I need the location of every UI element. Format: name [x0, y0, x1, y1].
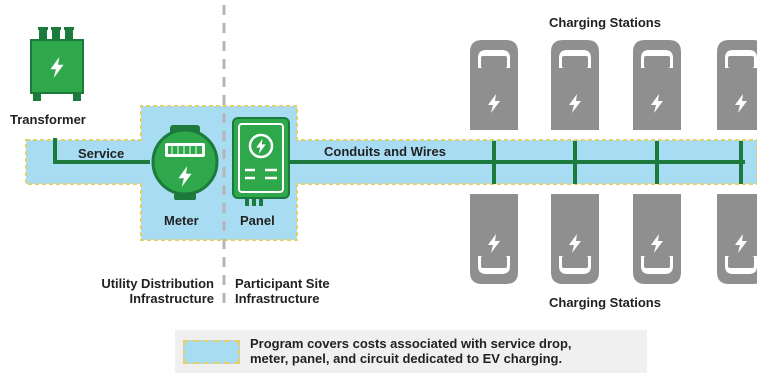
utility-infrastructure-label: Utility Distribution Infrastructure — [56, 276, 214, 306]
charging-station-top-2 — [551, 40, 599, 130]
transformer-label: Transformer — [10, 112, 86, 127]
charging-station-bottom-2 — [551, 194, 599, 284]
charging-station-top-4 — [717, 40, 757, 130]
service-line — [53, 138, 150, 164]
charging-station-bottom-3 — [633, 194, 681, 284]
charging-stations-bottom-label: Charging Stations — [549, 295, 661, 310]
panel-icon — [232, 117, 290, 206]
utility-label-line2: Infrastructure — [129, 291, 214, 306]
legend-line1: Program covers costs associated with ser… — [250, 336, 572, 351]
legend-text: Program covers costs associated with ser… — [250, 336, 572, 366]
legend-panel — [175, 330, 647, 373]
legend-line2: meter, panel, and circuit dedicated to E… — [250, 351, 563, 366]
panel-label: Panel — [240, 213, 275, 228]
utility-label-line1: Utility Distribution — [101, 276, 214, 291]
charging-station-top-3 — [633, 40, 681, 130]
transformer-icon — [30, 27, 84, 101]
participant-infrastructure-label: Participant Site Infrastructure — [235, 276, 330, 306]
meter-label: Meter — [164, 213, 199, 228]
charging-station-bottom-1 — [470, 194, 518, 284]
participant-label-line1: Participant Site — [235, 276, 330, 291]
participant-label-line2: Infrastructure — [235, 291, 320, 306]
conduits-and-wires-label: Conduits and Wires — [324, 144, 446, 159]
charging-stations-top-label: Charging Stations — [549, 15, 661, 30]
meter-icon — [151, 125, 219, 200]
legend-swatch — [183, 340, 240, 364]
service-label: Service — [78, 146, 125, 161]
charging-station-bottom-4 — [717, 194, 757, 284]
charging-station-top-1 — [470, 40, 518, 130]
